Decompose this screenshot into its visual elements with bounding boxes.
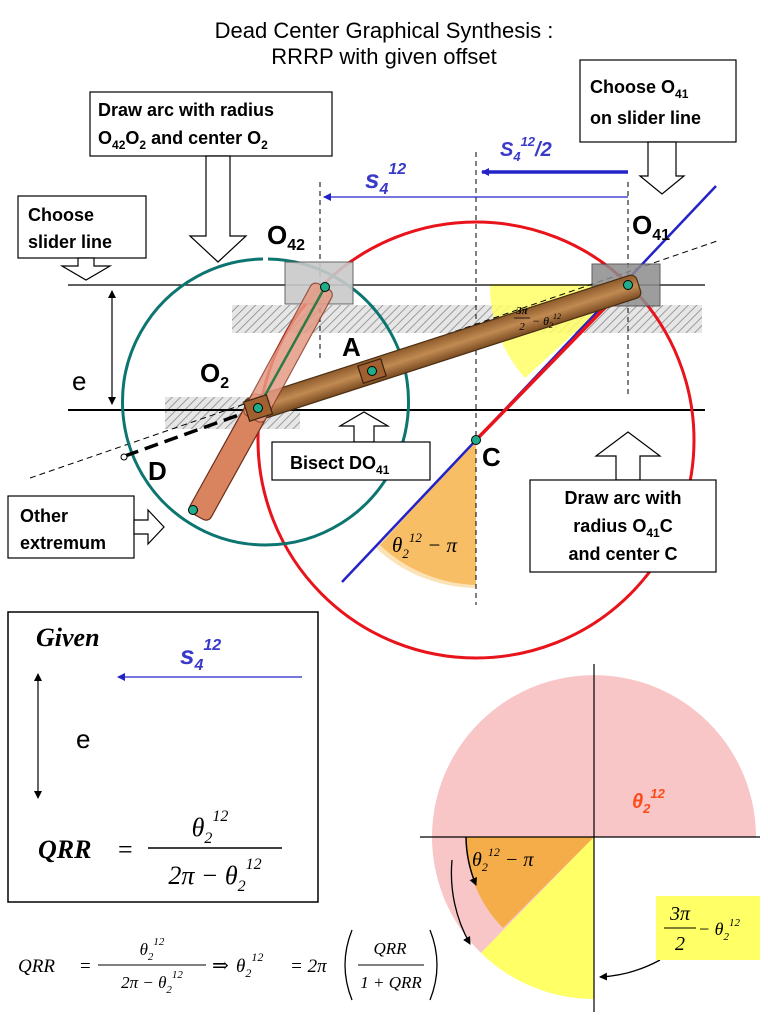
bottom-angle-label: θ212 − π [392,530,457,561]
svg-text:radius O41C: radius O41C [573,516,672,540]
formula-inner-num: QRR [373,939,407,958]
formula-eq2: = 2π [290,956,327,977]
green-line-o2-o42 [256,286,327,409]
formula-arrow: ⇒ [212,955,229,977]
a-label: A [342,332,361,362]
callout-choose-o41: Choose O41 on slider line [579,59,737,195]
callout-draw-arc-o2: Draw arc with radius O42O2 and center O2 [89,91,333,263]
svg-text:2: 2 [519,321,525,333]
quadrant-inner-label: θ212 − π [472,845,534,874]
quadrant-box-num: 3π [669,903,691,925]
formula-num: θ212 [140,936,165,963]
s4-label: s412 [365,161,406,198]
given-heading: Given [36,623,100,652]
formula-inner-den: 1 + QRR [360,973,422,992]
joint-a [367,366,377,376]
top-angle-label: 3π 2 − θ212 [514,305,561,333]
callout-bisect: Bisect DO41 [271,411,431,481]
teal-arc-circle [121,257,410,547]
red-segment-c-o41 [474,282,630,442]
formula-qrr: QRR [18,956,55,977]
title-line-1: Dead Center Graphical Synthesis : [215,18,554,43]
quadrant-box-den: 2 [675,933,685,955]
given-qrr: QRR [38,835,91,864]
o41-label: O41 [632,210,670,244]
svg-text:Draw arc with: Draw arc with [564,488,681,508]
d-label: D [148,456,167,486]
formula-eq: = [80,956,91,977]
svg-text:Choose O41: Choose O41 [590,77,689,101]
joint-crank-end [188,505,198,515]
yellow-lower-sector [481,837,594,999]
point-d [120,453,128,461]
svg-text:and center C: and center C [568,544,677,564]
given-s4-label: s412 [180,637,221,674]
callout-choose-slider-line: Choose slider line [17,195,147,281]
o42-label: O42 [267,220,305,254]
quadrant-theta-label: θ212 [632,786,666,816]
given-e-label: e [76,724,90,754]
heavy-dashed-d-o2 [124,406,259,458]
quadrant-diagram: θ212 θ212 − π 3π 2 − θ212 [420,664,760,1012]
svg-text:on slider line: on slider line [590,108,701,128]
given-numerator: θ212 [192,808,229,847]
half-s4-label: S412/2 [500,134,552,164]
orange-sector [465,837,594,928]
svg-text:3π: 3π [515,305,529,317]
svg-text:Choose: Choose [28,205,94,225]
joint-o41 [623,280,633,290]
bottom-formula: QRR = θ212 2π − θ212 ⇒ θ212 = 2π QRR 1 +… [18,929,438,1001]
svg-text:extremum: extremum [20,533,106,553]
given-box: Given s412 e QRR = θ212 2π − θ212 [7,611,319,903]
joint-o2 [253,403,263,413]
formula-theta: θ212 [236,950,263,980]
svg-text:slider line: slider line [28,232,112,252]
given-denominator: 2π − θ212 [168,856,261,895]
svg-text:Other: Other [20,506,68,526]
pink-sweep-arrow [450,859,471,945]
formula-den: 2π − θ212 [121,969,183,996]
red-arc-circle [256,220,696,660]
svg-text:− θ212: − θ212 [532,312,561,330]
svg-text:Bisect DO41: Bisect DO41 [290,453,390,477]
c-label: C [482,442,501,472]
callout-draw-arc-c: Draw arc with radius O41C and center C [529,431,717,573]
yellow-sweep-arrow [599,959,661,981]
svg-text:O42O2 and center O2: O42O2 and center O2 [98,128,268,152]
svg-text:Draw arc with radius: Draw arc with radius [98,100,274,120]
formula-right-paren [429,929,438,1001]
e-label: e [72,366,86,396]
o2-label: O2 [200,358,229,392]
quadrant-box-rest: − θ212 [698,917,741,943]
orange-sweep-arrow [465,836,477,886]
formula-left-paren [344,929,353,1001]
given-equals: = [118,835,133,864]
title-line-2: RRRP with given offset [271,44,496,69]
bottom-angle-wedge-core [376,440,476,588]
callout-other-extremum: Other extremum [7,495,165,559]
joint-o42 [320,282,330,292]
joint-c [471,435,481,445]
